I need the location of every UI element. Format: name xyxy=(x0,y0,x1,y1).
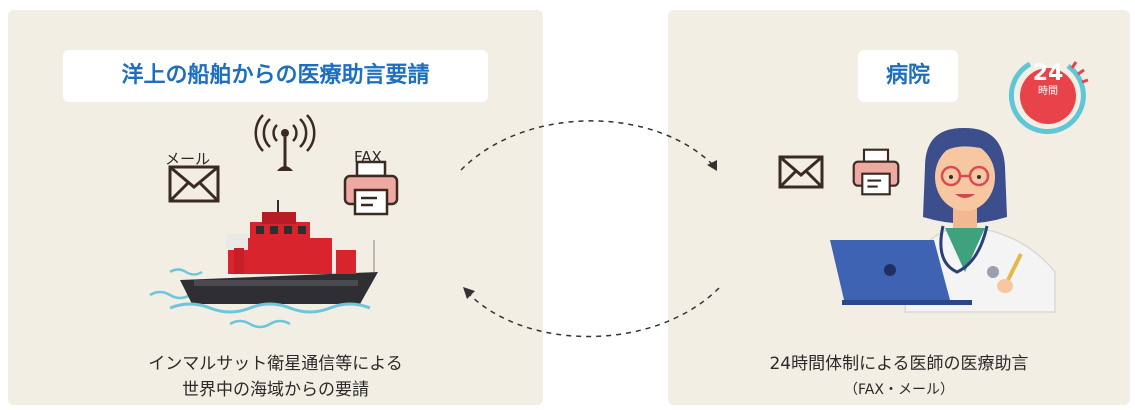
ship-request-caption-line1: インマルサット衛星通信等による xyxy=(148,354,403,374)
badge-number: 24 xyxy=(1032,61,1064,86)
fax-icon xyxy=(343,160,399,216)
ship-request-caption-line2: 世界中の海域からの要請 xyxy=(182,380,369,400)
laptop-icon xyxy=(830,240,972,305)
hospital-caption-line1: 24時間体制による医師の医療助言 xyxy=(769,354,1029,374)
mail-label: メール xyxy=(165,150,211,168)
ship-illustration xyxy=(149,200,378,329)
advice-arrow xyxy=(463,287,720,338)
ship-request-title: 洋上の船舶からの医療助言要請 xyxy=(63,50,488,102)
ship-request-panel: 洋上の船舶からの医療助言要請 メール FAX インマルサット衛星通信等による 世… xyxy=(8,10,543,405)
badge-unit: 時間 xyxy=(1038,86,1058,97)
antenna-icon xyxy=(254,114,316,171)
mail-icon xyxy=(778,155,824,189)
hospital-title: 病院 xyxy=(858,50,958,102)
clock-24-badge-icon xyxy=(1008,61,1089,134)
mail-icon xyxy=(168,165,220,203)
hospital-caption-line2: （FAX・メール） xyxy=(844,382,954,398)
clock-24-badge-label: 24 時間 xyxy=(1022,62,1074,98)
request-arrow xyxy=(460,120,717,171)
fax-icon xyxy=(852,148,900,196)
